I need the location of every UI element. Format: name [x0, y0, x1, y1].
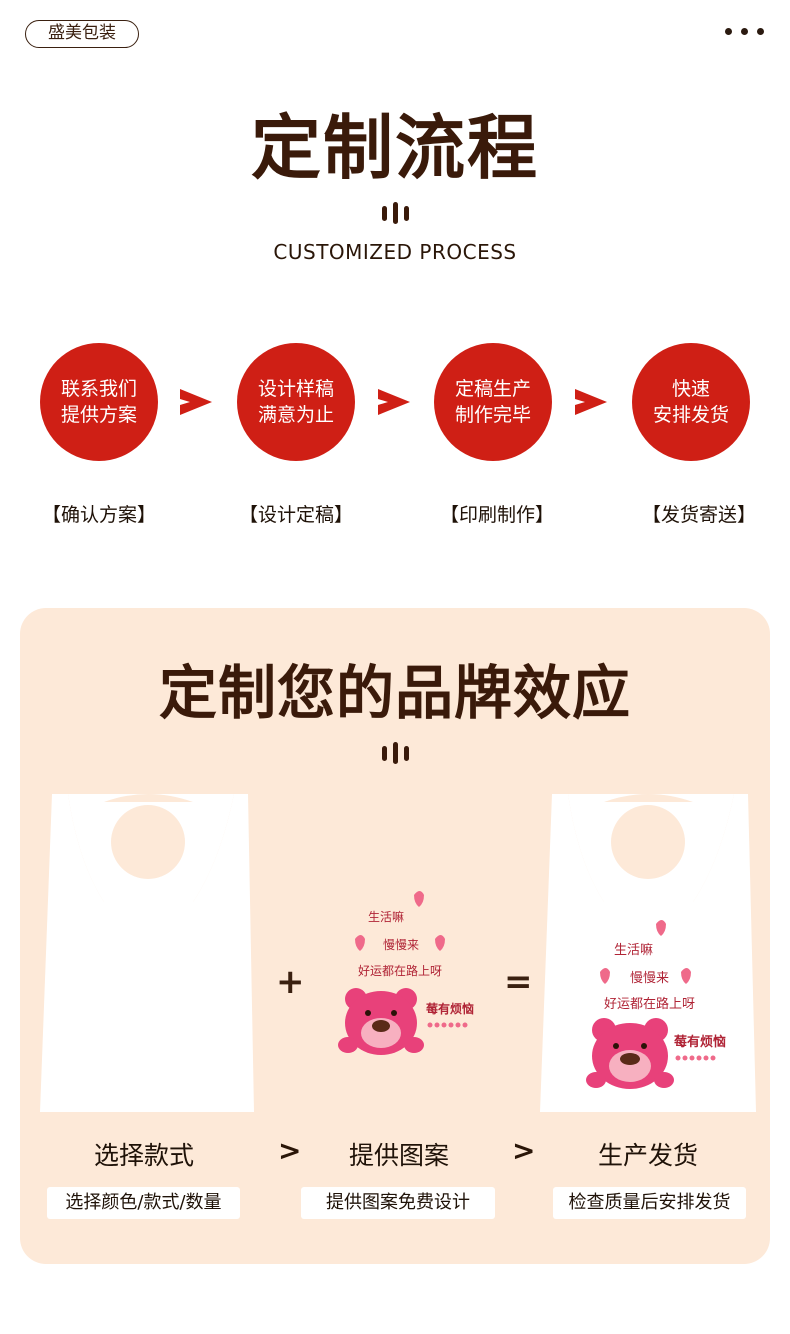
step-1-line2: 提供方案: [60, 404, 137, 426]
option-style-label: 选择款式: [93, 1141, 194, 1170]
step-2-caption: 【设计定稿】: [238, 504, 353, 526]
option-pattern-detail: 提供图案免费设计: [301, 1187, 495, 1219]
blank-apron-image: [40, 794, 254, 1112]
step-2-line2: 满意为止: [257, 404, 334, 426]
title-bars-decoration: [0, 742, 790, 764]
printed-line2: 慢慢来: [630, 970, 669, 986]
step-4-circle: 快速 安排发货: [632, 343, 750, 461]
step-3-line1: 定稿生产: [454, 378, 531, 400]
bear-icon: [338, 988, 424, 1055]
art-line2: 慢慢来: [383, 938, 419, 952]
option-ship-detail: 检查质量后安排发货: [553, 1187, 746, 1219]
title-bars-decoration: [0, 202, 790, 224]
equals-sign: =: [504, 962, 533, 1002]
separator-arrow: >: [512, 1134, 536, 1167]
step-2-line1: 设计样稿: [257, 378, 334, 400]
step-4-caption: 【发货寄送】: [641, 504, 756, 526]
art-tag: 莓有烦恼: [426, 1001, 474, 1016]
step-3-circle: 定稿生产 制作完毕: [434, 343, 552, 461]
process-title: 定制流程: [251, 107, 539, 189]
art-line1: 生活嘛: [368, 909, 404, 924]
printed-line3: 好运都在路上呀: [604, 996, 695, 1012]
arrow-right-icon: [180, 389, 212, 415]
process-subtitle: CUSTOMIZED PROCESS: [273, 240, 517, 264]
arrow-right-icon: [378, 389, 410, 415]
pattern-artwork-image: 生活嘛 慢慢来 好运都在路上呀 莓有烦恼: [338, 891, 474, 1055]
brand-effect-title: 定制您的品牌效应: [158, 659, 631, 727]
option-ship-label: 生产发货: [597, 1141, 698, 1170]
step-3-caption: 【印刷制作】: [439, 504, 554, 526]
step-3-line2: 制作完毕: [454, 404, 531, 426]
step-2-circle: 设计样稿 满意为止: [237, 343, 355, 461]
separator-arrow: >: [278, 1134, 302, 1167]
printed-line1: 生活嘛: [614, 942, 653, 958]
bear-icon: [586, 1018, 674, 1089]
option-pattern-label: 提供图案: [348, 1141, 449, 1170]
step-4-line2: 安排发货: [652, 404, 729, 426]
plus-sign: +: [276, 962, 305, 1002]
printed-tag: 莓有烦恼: [674, 1034, 726, 1050]
step-1-circle: 联系我们 提供方案: [40, 343, 158, 461]
more-dots-icon[interactable]: [725, 28, 764, 35]
step-1-line1: 联系我们: [60, 378, 137, 400]
arrow-right-icon: [575, 389, 607, 415]
brand-tag: 盛美包装: [25, 20, 139, 48]
step-1-caption: 【确认方案】: [41, 504, 156, 526]
option-style-detail: 选择颜色/款式/数量: [47, 1187, 240, 1219]
art-line3: 好运都在路上呀: [358, 963, 442, 978]
printed-apron-image: 生活嘛 慢慢来 好运都在路上呀 莓有烦恼: [540, 794, 756, 1112]
step-4-line1: 快速: [671, 378, 710, 400]
